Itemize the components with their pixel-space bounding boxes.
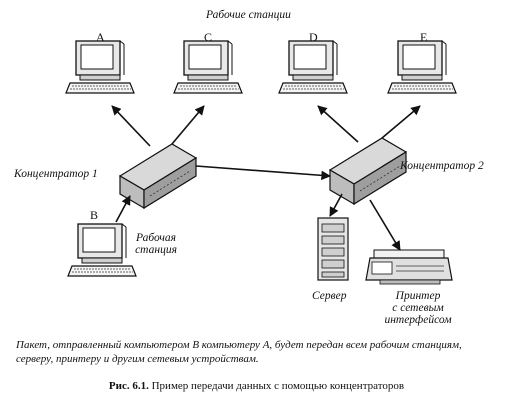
workstation-b-caption-line2: станция <box>135 244 177 256</box>
workstation-e-label: E <box>420 30 428 44</box>
hub1-to-a-line <box>111 105 151 147</box>
hub-1-icon <box>118 143 198 210</box>
hub2-to-printer-line <box>369 199 401 251</box>
printer-label-line3: интерфейсом <box>384 314 452 326</box>
hub-2-label: Концентратор 2 <box>400 160 484 172</box>
workstation-b-icon <box>67 223 137 277</box>
hub-1-label: Концентратор 1 <box>14 168 98 180</box>
workstation-b-label: B <box>90 208 99 222</box>
workstation-b-caption: Рабочая станция <box>128 232 184 256</box>
workstation-c-label: C <box>204 30 213 44</box>
b-to-hub1-line <box>115 195 131 223</box>
printer-label-line2: с сетевым <box>392 302 444 314</box>
hub2-to-e-line <box>381 105 421 139</box>
server-label: Сервер <box>312 290 347 302</box>
workstations-title: Рабочие станции <box>206 9 291 21</box>
workstation-a-icon <box>65 40 135 94</box>
workstation-e-icon <box>387 40 457 94</box>
hub-2-icon <box>328 137 408 206</box>
figure-caption-number: Рис. 6.1. <box>108 380 149 392</box>
workstation-c-icon <box>173 40 243 94</box>
server-icon <box>317 217 349 281</box>
hub2-to-d-line <box>317 105 359 143</box>
printer-label-line1: Принтер <box>395 290 441 302</box>
hub2-to-server-line <box>329 193 343 217</box>
hub1-to-c-line <box>171 105 205 145</box>
figure-caption-text: Пример передачи данных с помощью концент… <box>151 380 405 392</box>
workstation-a-label: A <box>96 30 105 44</box>
hub-link-line <box>195 165 331 181</box>
workstation-d-icon <box>278 40 348 94</box>
workstation-d-label: D <box>309 30 318 44</box>
diagram-note: Пакет, отправленный компьютером B компью… <box>16 339 462 365</box>
figure-caption: Рис. 6.1. Пример передачи данных с помощ… <box>0 380 513 392</box>
printer-icon <box>365 249 453 285</box>
printer-label: Принтер с сетевым интерфейсом <box>378 290 458 326</box>
workstation-b-caption-line1: Рабочая <box>135 232 176 244</box>
